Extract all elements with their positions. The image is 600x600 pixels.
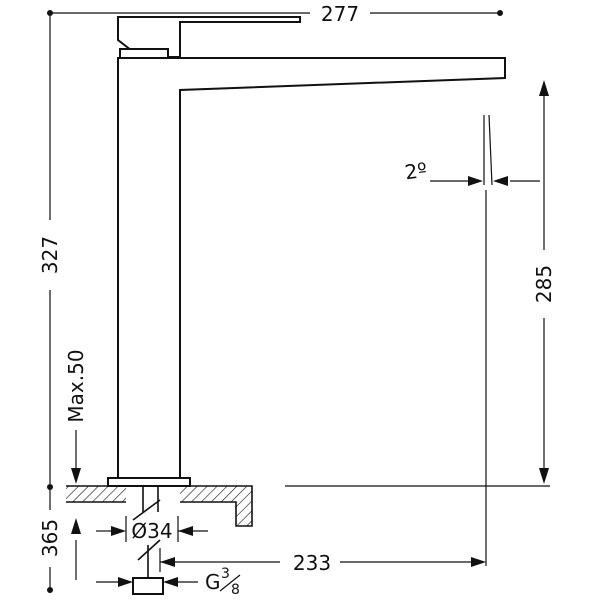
dim-285-arrow-top: [539, 80, 549, 96]
shank-assembly: [132, 486, 164, 595]
spout-angled-ref: [488, 114, 493, 186]
dim-365-arrow: [71, 518, 81, 534]
dim-365-label: 365: [38, 519, 62, 557]
dim-285-label: 285: [532, 265, 556, 303]
countertop: [66, 485, 550, 527]
base-flange: [107, 477, 191, 487]
dim-angle-label: 2º: [403, 158, 428, 185]
dim-327: 327: [38, 16, 62, 490]
dim-327-end-bottom: [47, 484, 53, 490]
dim-277: 277: [47, 2, 503, 26]
dim-277-label: 277: [321, 2, 359, 26]
dim-365: 365: [38, 490, 81, 593]
column-and-spout: [117, 57, 506, 479]
lever-handle: [117, 16, 301, 58]
dim-277-end-left: [47, 10, 53, 16]
countertop-outline: [66, 485, 253, 527]
dim-d34: Ø34: [96, 516, 208, 543]
lever-plate: [119, 48, 169, 59]
dim-thread-fraction-bar: [219, 574, 241, 592]
dim-285: 285: [532, 80, 556, 484]
hose-slant-2: [137, 539, 161, 561]
dim-d34-label: Ø34: [131, 519, 172, 543]
dim-277-end-right: [497, 10, 503, 16]
dim-327-label: 327: [38, 236, 62, 274]
dim-max50-arrow: [71, 468, 81, 484]
countertop-hatch-right: [180, 486, 252, 526]
dim-thread-prefix: G: [205, 570, 221, 594]
dim-233-label: 233: [293, 551, 331, 575]
dim-thread-numerator: 3: [221, 566, 230, 582]
dim-max50-label: Max.50: [64, 349, 88, 422]
dim-365-end-bottom: [47, 587, 53, 593]
faucet-body: [107, 16, 506, 487]
countertop-hatch-left: [66, 486, 126, 502]
dim-thread: G 3 8: [96, 566, 241, 598]
hose-connector: [132, 577, 164, 595]
dim-233: 233: [159, 190, 487, 575]
dim-thread-denominator: 8: [231, 582, 240, 598]
dim-285-arrow-bottom: [539, 468, 549, 484]
dim-max50: Max.50: [64, 349, 88, 484]
hose-slant-1: [132, 499, 161, 521]
dim-angle: 2º: [403, 114, 540, 186]
